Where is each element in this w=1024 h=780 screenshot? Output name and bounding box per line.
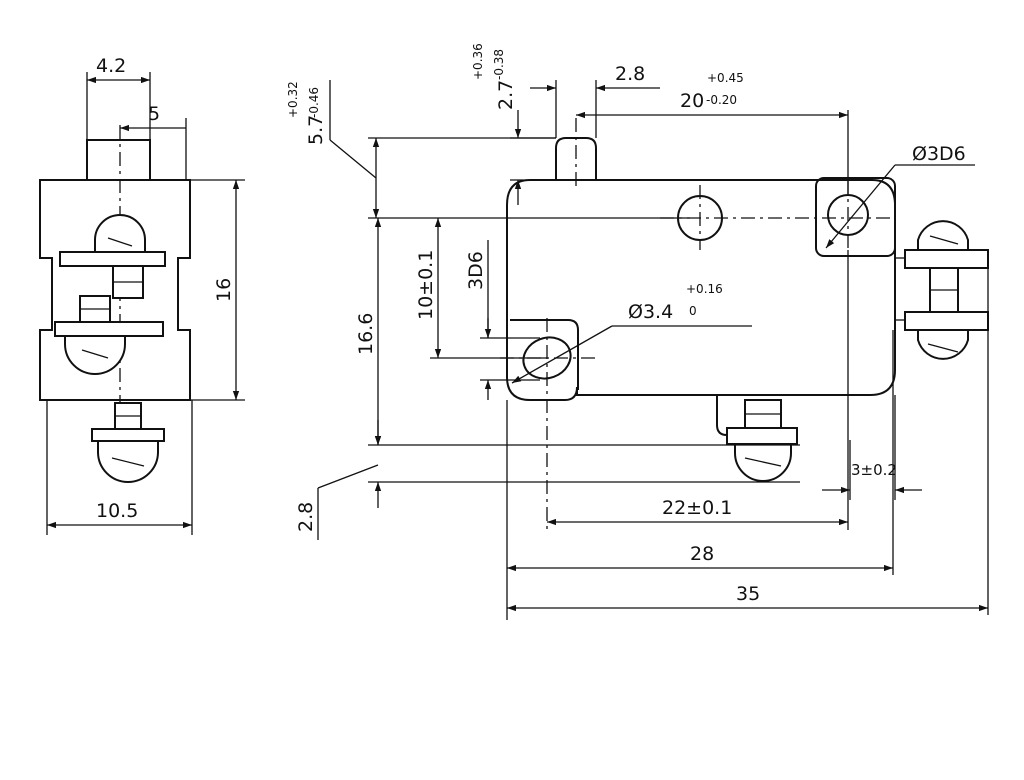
svg-text:-0.38: -0.38 (492, 49, 506, 80)
hole-small-label: Ø3.4 (628, 301, 673, 323)
front-terminal-bottom (716, 395, 798, 482)
dim-4-2-label: 4.2 (96, 55, 126, 77)
dim-20-label: 20 (680, 90, 704, 112)
dim-16-6-label: 16.6 (355, 313, 377, 355)
hole-large-label: Ø3D6 (912, 143, 966, 165)
dim-28-label: 28 (690, 543, 714, 565)
svg-text:-0.20: -0.20 (706, 93, 737, 107)
side-view: 4.2 5 16 10.5 (39, 55, 245, 535)
svg-text:-0.46: -0.46 (307, 87, 321, 118)
dim-10-5-label: 10.5 (96, 500, 138, 522)
dim-35-label: 35 (736, 583, 760, 605)
front-view: Ø3D6 Ø3.4 +0.16 0 (286, 43, 989, 620)
svg-text:+0.16: +0.16 (686, 282, 723, 296)
svg-text:0: 0 (689, 304, 697, 318)
side-terminal-lower (91, 402, 165, 483)
svg-text:+0.36: +0.36 (471, 43, 485, 80)
side-terminal-middle (54, 295, 164, 375)
dim-5-label: 5 (148, 103, 160, 125)
dim-5-7-label: 5.7 (305, 115, 327, 145)
front-terminal-right (895, 220, 989, 360)
dim-16-label: 16 (213, 278, 235, 302)
side-terminal-upper (59, 214, 166, 299)
side-plunger (86, 139, 151, 180)
dim-22-label: 22±0.1 (662, 497, 732, 519)
dim-10-label: 10±0.1 (415, 250, 437, 320)
dim-3d6-label: 3D6 (465, 251, 487, 290)
svg-text:+0.32: +0.32 (286, 81, 300, 118)
dim-3-label: 3±0.2 (851, 461, 897, 479)
dim-2-8-bottom-label: 2.8 (295, 502, 317, 532)
svg-text:+0.45: +0.45 (707, 71, 744, 85)
dim-2-8-top-label: 2.8 (615, 63, 645, 85)
dim-2-7-label: 2.7 (495, 80, 517, 110)
